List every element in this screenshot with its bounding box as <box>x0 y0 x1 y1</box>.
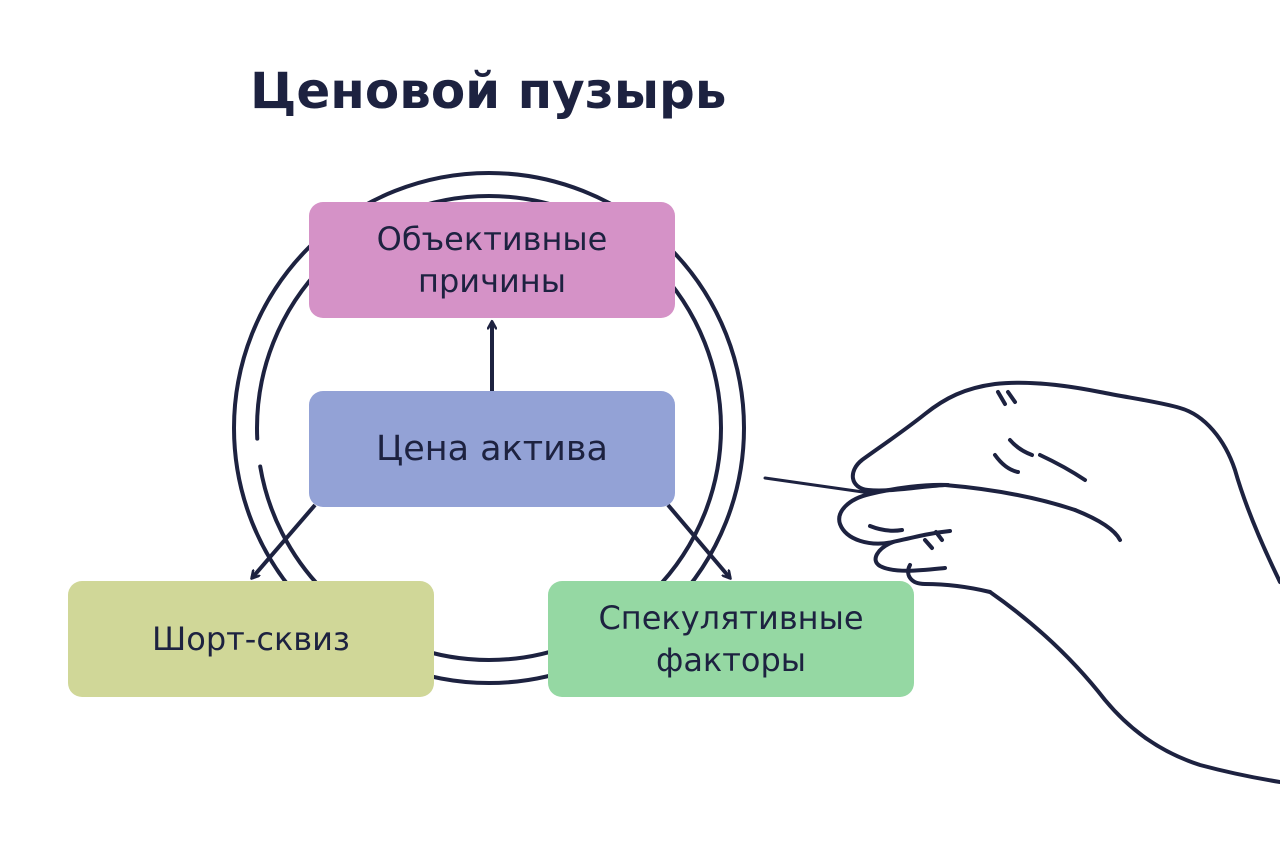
needle <box>763 476 872 495</box>
node-asset-price: Цена актива <box>309 391 675 507</box>
bubble-inner-ring <box>255 194 723 662</box>
node-speculative-factors: Спекулятивные факторы <box>548 581 914 697</box>
node-speculative-line2: факторы <box>655 641 807 679</box>
node-objective-reasons: Объективные причины <box>309 202 675 318</box>
node-speculative-line1: Спекулятивные <box>598 599 864 637</box>
arrow-to-short-squeeze <box>252 503 317 578</box>
node-short-squeeze: Шорт-сквиз <box>68 581 434 697</box>
arrow-to-speculative <box>666 503 730 578</box>
page-title: Ценовой пузырь <box>250 62 727 120</box>
node-short-squeeze-label: Шорт-сквиз <box>152 620 350 658</box>
hand-icon <box>837 380 1280 784</box>
node-objective-line2: причины <box>418 262 566 300</box>
bubble-outer-ring <box>232 171 746 685</box>
node-asset-price-label: Цена актива <box>376 429 608 469</box>
node-objective-line1: Объективные <box>376 220 608 258</box>
